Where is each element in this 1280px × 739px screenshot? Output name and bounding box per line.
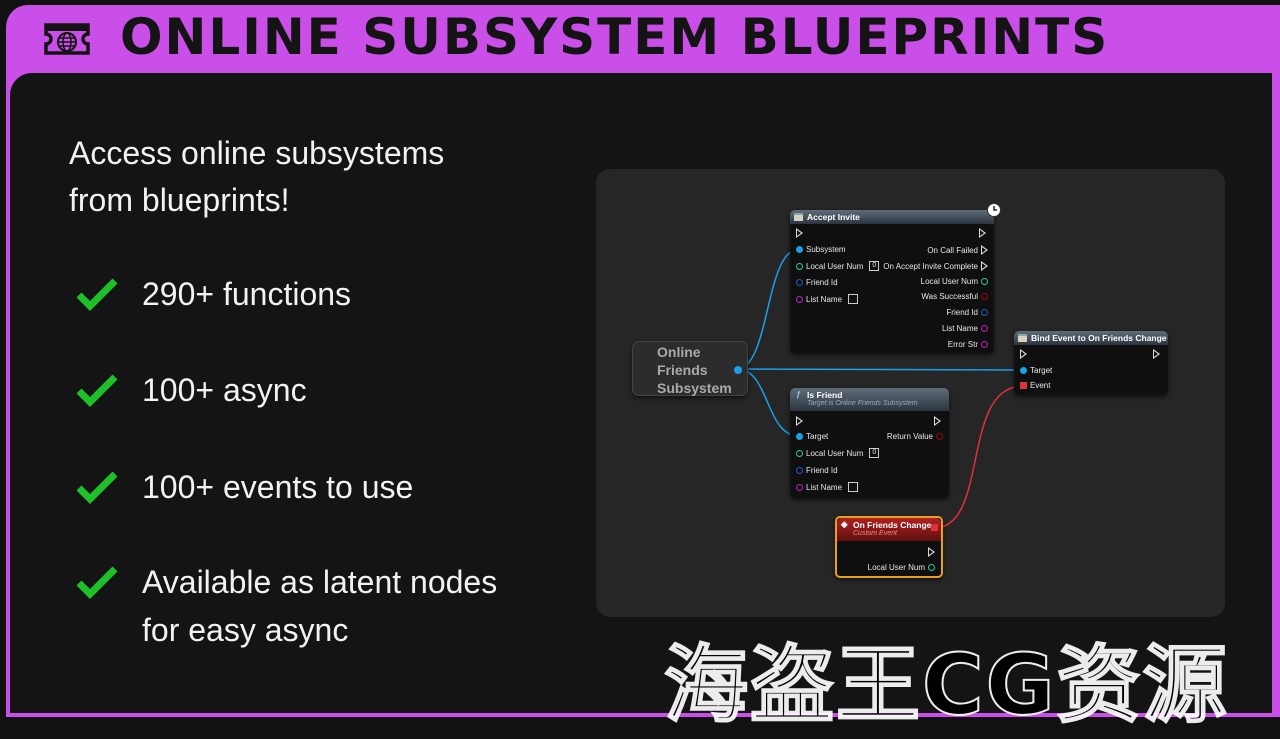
int-pin[interactable] [928, 564, 935, 571]
node-header: Accept Invite [790, 210, 994, 224]
pin-label: Local User Num [806, 261, 864, 271]
feature-text: 100+ events to use [142, 469, 414, 505]
local-user-num-input[interactable]: 0 [869, 448, 880, 458]
online-friends-subsystem-node[interactable]: Online Friends Subsystem [632, 341, 748, 396]
exec-out-pin[interactable] [934, 416, 941, 426]
name-pin[interactable] [981, 325, 988, 332]
feature-item: 290+ functions [76, 270, 351, 318]
globe-ticket-icon [44, 23, 90, 55]
bool-pin[interactable] [981, 293, 988, 300]
node-title: Accept Invite [807, 212, 860, 222]
pin-label: Friend Id [806, 466, 838, 475]
exec-out-pin[interactable] [928, 547, 935, 557]
pin-label: Friend Id [946, 308, 978, 317]
function-icon: ƒ [796, 389, 801, 399]
list-name-input[interactable] [848, 482, 859, 492]
exec-out-pin[interactable] [1153, 349, 1160, 359]
pin-label: Was Successful [921, 292, 978, 301]
exec-out-pin[interactable] [981, 245, 988, 255]
name-pin[interactable] [796, 295, 803, 303]
node-label: Subsystem [657, 380, 732, 396]
int-pin[interactable] [981, 278, 988, 285]
node-title: Is Friend [807, 390, 843, 400]
clock-icon [987, 203, 1001, 217]
exec-out-pin[interactable] [981, 261, 988, 271]
exec-out-pin[interactable] [979, 228, 986, 238]
pin-label: List Name [941, 324, 978, 333]
object-pin[interactable] [796, 246, 803, 253]
feature-text: Available as latent nodes [142, 564, 498, 600]
struct-pin[interactable] [796, 279, 803, 286]
bind-event-node[interactable]: Bind Event to On Friends Change Target E… [1014, 331, 1168, 395]
node-subtitle: Custom Event [853, 530, 897, 537]
name-pin[interactable] [796, 483, 803, 491]
int-pin[interactable] [796, 449, 803, 457]
string-pin[interactable] [981, 341, 988, 348]
function-node-icon [1018, 334, 1027, 342]
pin-label: Local User Num [867, 563, 925, 572]
object-pin[interactable] [1020, 367, 1027, 374]
delegate-pin[interactable] [1020, 382, 1027, 389]
object-pin[interactable] [796, 433, 803, 440]
feature-text: 100+ async [142, 372, 307, 408]
feature-item: 100+ events to use [76, 463, 413, 511]
delegate-pin[interactable] [931, 524, 938, 531]
latent-node-icon [794, 213, 803, 221]
checkmark-icon [76, 566, 118, 599]
node-label: Online [657, 344, 701, 360]
pin-label: List Name [806, 294, 843, 304]
watermark: 海盗王CG资源 [663, 635, 1229, 735]
pin-label: Subsystem [806, 245, 846, 254]
pin-label: Target [1030, 366, 1053, 375]
wire [933, 385, 1024, 529]
pin-label: Event [1030, 381, 1051, 390]
bool-pin[interactable] [936, 433, 943, 440]
headline-line: from blueprints! [69, 182, 290, 218]
pin-label: Return Value [886, 432, 933, 441]
node-label: Friends [657, 362, 708, 378]
int-pin[interactable] [796, 262, 803, 270]
pin-label: On Accept Invite Complete [883, 261, 978, 271]
feature-text: 290+ functions [142, 276, 352, 312]
list-name-input[interactable] [848, 294, 859, 304]
node-title: On Friends Change [853, 520, 932, 530]
feature-text: for easy async [142, 612, 349, 648]
checkmark-icon [76, 278, 118, 311]
node-header: Bind Event to On Friends Change [1014, 331, 1168, 345]
pin-label: Local User Num [920, 277, 978, 286]
node-subtitle: Target is Online Friends Subsystem [807, 400, 918, 407]
struct-pin[interactable] [981, 309, 988, 316]
feature-item: 100+ async [76, 366, 307, 414]
checkmark-icon [76, 471, 118, 504]
wire [736, 368, 1024, 371]
local-user-num-input[interactable]: 0 [869, 261, 880, 271]
headline-line: Access online subsystems [69, 135, 445, 171]
pin-label: On Call Failed [927, 245, 978, 255]
exec-in-pin[interactable] [1020, 349, 1027, 359]
feature-item: Available as latent nodes for easy async [76, 558, 497, 654]
pin-label: List Name [806, 482, 843, 492]
page-title: ONLINE SUBSYSTEM BLUEPRINTS [120, 8, 1110, 66]
exec-in-pin[interactable] [796, 416, 803, 426]
exec-in-pin[interactable] [796, 228, 803, 238]
headline: Access online subsystems from blueprints… [69, 130, 444, 224]
pin-label: Error Str [947, 340, 978, 349]
pin-label: Local User Num [806, 448, 864, 458]
pin-label: Friend Id [806, 278, 838, 287]
pin-label: Target [806, 432, 829, 441]
event-icon: ◈ [841, 519, 848, 529]
output-pin[interactable] [734, 366, 742, 374]
node-title: Bind Event to On Friends Change [1031, 333, 1167, 343]
struct-pin[interactable] [796, 467, 803, 474]
checkmark-icon [76, 374, 118, 407]
